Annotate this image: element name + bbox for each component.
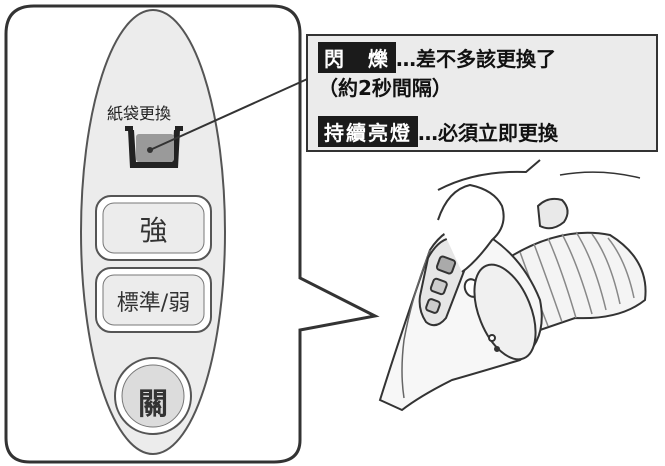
strong-button-label: 強 [139,214,168,247]
steady-tag: 持續亮燈 [318,116,418,147]
flash-tag: 閃 爍 [318,42,396,73]
leader-line [149,75,315,151]
steady-line: 持續亮燈…必須立即更換 [318,116,558,147]
flash-interval: （約2秒間隔） [318,76,452,100]
flash-text: …差不多該更換了 [396,47,556,71]
vacuum-handle-illustration [378,144,647,412]
indicator-callout: 閃 爍…差不多該更換了 （約2秒間隔） 持續亮燈…必須立即更換 [306,34,658,152]
standard-weak-button-label: 標準/弱 [116,291,191,316]
bag-indicator-label: 紙袋更換 [107,104,172,123]
steady-text: …必須立即更換 [418,121,558,145]
flash-line: 閃 爍…差不多該更換了 [318,42,556,73]
off-button-label: 關 [138,387,168,422]
